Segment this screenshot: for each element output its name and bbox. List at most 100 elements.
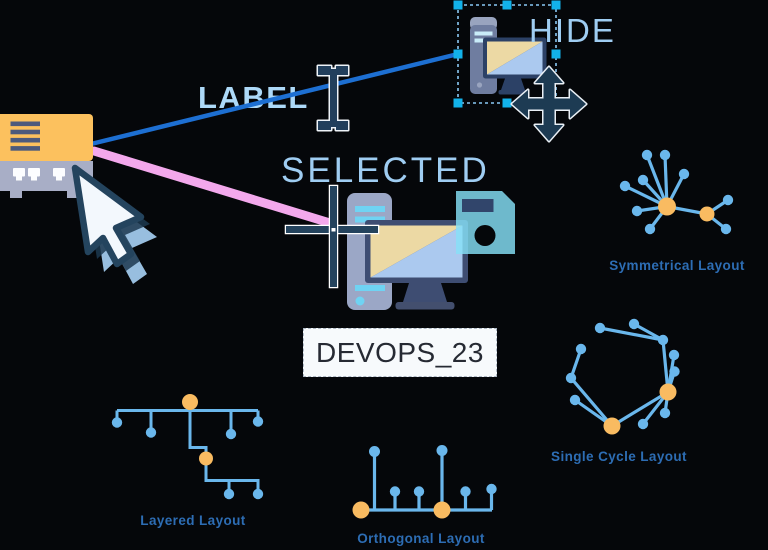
mini-computer-node-icon[interactable] [470,17,547,95]
mini-base [498,90,528,95]
graph-node[interactable] [569,394,581,406]
graph-node[interactable] [389,486,401,497]
layered-layout-label: Layered Layout [140,513,246,528]
graph-node[interactable] [628,318,640,330]
orthogonal-nodes [369,445,497,497]
router-foot [10,191,22,198]
selection-handle[interactable] [453,49,463,59]
router-vent [10,146,40,151]
mini-dot [476,82,483,88]
graph-node[interactable] [720,223,732,235]
node-label-text: DEVOPS_23 [316,336,484,368]
graph-hub-node[interactable] [603,417,621,435]
graph-node[interactable] [659,149,671,161]
graph-node[interactable] [641,149,653,161]
tower-stripe [355,216,385,223]
graph-node[interactable] [369,446,380,457]
crosshair-center [331,228,336,232]
layered-layout-graph[interactable] [111,394,264,500]
symmetrical-layout-label: Symmetrical Layout [609,258,745,273]
crosshair-v [328,184,339,289]
graph-hub-node[interactable] [182,394,198,410]
move-cursor-icon [510,65,588,143]
graph-hub-node[interactable] [199,451,213,466]
graph-node[interactable] [252,488,264,500]
layered-nodes [111,416,264,500]
floppy-disk-icon [456,191,515,254]
router-vent [10,121,40,127]
graph-hub-node[interactable] [658,197,676,216]
blue-edge [90,51,461,146]
graph-node[interactable] [594,322,606,334]
edge-lines [89,51,461,228]
graph-node[interactable] [678,168,690,180]
hide-annotation: HIDE [529,12,616,49]
mini-neck [501,78,525,90]
orthogonal-layout-graph[interactable] [352,445,497,519]
graph-node[interactable] [145,427,157,438]
graph-node[interactable] [225,428,237,440]
screen-blue [370,225,463,278]
monitor-neck [403,283,447,302]
symmetrical-layout-graph[interactable] [619,149,734,235]
ibeam-cursor-icon [316,64,350,132]
tower-stripe [355,206,385,212]
graph-node[interactable] [637,418,649,430]
orthogonal-edges [361,452,494,512]
single-cycle-layout-label: Single Cycle Layout [551,449,687,464]
graph-node[interactable] [631,205,643,217]
selected-annotation: SELECTED [281,151,490,190]
tower-dot [355,296,365,306]
selection-handle[interactable] [551,0,561,10]
graph-node[interactable] [413,486,425,497]
graph-node[interactable] [111,417,123,428]
orthogonal-layout-label: Orthogonal Layout [357,531,485,546]
floppy-hub [474,225,496,246]
router-top [0,114,93,161]
graph-hub-node[interactable] [659,383,677,401]
monitor-base [395,302,455,310]
node-label-box[interactable]: DEVOPS_23 [303,328,497,377]
mini-screen-blue [487,41,543,75]
cursor-arrow [71,164,145,268]
single-cycle-layout-graph[interactable] [565,318,680,435]
selection-handle[interactable] [551,49,561,59]
router-ports [13,168,65,181]
symmetrical-nodes [619,149,734,235]
graph-node[interactable] [637,174,649,186]
selection-handle[interactable] [453,0,463,10]
graph-node[interactable] [668,349,680,361]
graph-node[interactable] [619,180,631,192]
graph-node[interactable] [486,483,497,495]
floppy-shutter [462,199,494,212]
graph-node[interactable] [669,366,680,377]
router-vent [10,137,40,143]
tower-stripe [355,285,385,291]
layered-edges [115,402,260,493]
graph-node[interactable] [436,445,448,456]
selection-handle[interactable] [502,98,512,108]
graph-node[interactable] [575,343,587,355]
graph-hub-node[interactable] [699,206,715,222]
graph-hub-node[interactable] [433,501,451,519]
selection-handle[interactable] [453,98,463,108]
graph-node[interactable] [657,334,669,346]
graph-node[interactable] [722,194,734,206]
single-cycle-nodes [565,318,680,430]
router-foot [67,191,79,198]
cursor-icon [71,164,157,284]
graph-node[interactable] [565,372,577,384]
selection-handle[interactable] [502,0,512,10]
graph-node[interactable] [460,486,471,497]
graph-node[interactable] [252,416,264,427]
graph-hub-node[interactable] [352,501,370,519]
mini-stripe [474,31,493,36]
router-vent [10,129,40,135]
graph-node[interactable] [659,407,671,419]
crosshair-icon [284,184,380,289]
graph-node[interactable] [223,488,235,500]
graph-node[interactable] [644,223,656,235]
selected-computer-node-icon[interactable] [347,193,468,310]
